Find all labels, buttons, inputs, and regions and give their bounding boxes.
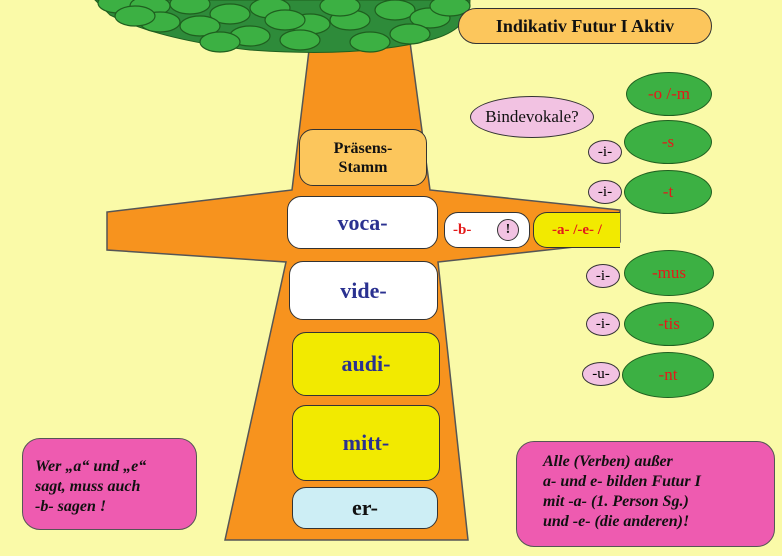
- stem-er-label: er-: [351, 495, 379, 520]
- stem-vide-label: vide-: [340, 277, 387, 303]
- ending-o-m: -o /-m: [626, 72, 712, 116]
- title-text: Indikativ Futur I Aktiv: [495, 15, 675, 36]
- connector-i-1: -i-: [588, 140, 622, 164]
- connector-label: -i-: [595, 267, 611, 284]
- ending-label: -tis: [658, 314, 680, 333]
- ending-mus: -mus: [624, 250, 714, 296]
- stem-mitt: mitt-: [292, 405, 440, 481]
- ending-label: -s: [661, 132, 675, 151]
- stem-audi: audi-: [292, 332, 440, 396]
- note-left-line: sagt, muss auch: [35, 478, 141, 495]
- ending-label: -nt: [658, 365, 678, 384]
- ending-label: -o /-m: [647, 84, 691, 103]
- stem-er: er-: [292, 487, 438, 529]
- stem-header-line-1: Präsens-: [333, 139, 393, 157]
- ending-s: -s: [624, 120, 712, 164]
- tree-foliage: [94, 0, 471, 53]
- stem-voca-label: voca-: [337, 209, 388, 235]
- leaf-blob: [374, 0, 416, 21]
- leaf-blob: [389, 23, 431, 45]
- leaf-blob: [169, 0, 211, 15]
- connector-i-2: -i-: [588, 180, 622, 204]
- connector-label: -i-: [597, 183, 613, 200]
- leaf-blob: [349, 31, 391, 53]
- stem-voca: voca-: [287, 196, 438, 249]
- note-left-line: Wer „a“ und „e“: [35, 458, 147, 475]
- connector-i-3: -i-: [586, 264, 620, 288]
- connector-i-4: -i-: [586, 312, 620, 336]
- bindevokale-bubble: Bindevokale?: [470, 96, 594, 138]
- bindevokale-label: Bindevokale?: [485, 107, 579, 126]
- leaf-blob: [429, 0, 471, 17]
- stem-mitt-label: mitt-: [342, 430, 390, 455]
- note-right-line: a- und e- bilden Futur I: [543, 473, 701, 490]
- ending-nt: -nt: [622, 352, 714, 398]
- note-left-line: -b- sagen !: [35, 498, 107, 515]
- leaf-blob: [114, 5, 156, 27]
- leaf-blob: [179, 15, 221, 37]
- leaf-blob: [319, 0, 361, 17]
- leaf-blob: [199, 31, 241, 53]
- connector-u: -u-: [582, 362, 620, 386]
- ending-label: -t: [662, 182, 674, 201]
- connector-label: -i-: [595, 315, 611, 332]
- note-left: Wer „a“ und „e“ sagt, muss auch -b- sage…: [22, 438, 197, 530]
- stem-vide: vide-: [289, 261, 438, 320]
- warning-icon-label: !: [505, 222, 511, 237]
- note-right-line: Alle (Verben) außer: [543, 453, 673, 470]
- title-box: Indikativ Futur I Aktiv: [458, 8, 712, 44]
- leaf-blob: [279, 29, 321, 51]
- ending-tis: -tis: [624, 302, 714, 346]
- note-right-line: und -e- (die anderen)!: [543, 513, 690, 530]
- ending-label: -mus: [652, 263, 686, 282]
- infix-b-box: -b- !: [444, 212, 530, 248]
- leaf-blob: [209, 3, 251, 25]
- infix-b-label: -b-: [453, 221, 472, 238]
- note-right-line: mit -a- (1. Person Sg.): [543, 493, 689, 510]
- infix-ae-box: -a- /-e- /: [533, 212, 620, 248]
- leaf-blob: [264, 9, 306, 31]
- connector-label: -u-: [592, 365, 610, 382]
- warning-icon: !: [497, 219, 519, 241]
- stem-header-box: Präsens- Stamm: [299, 129, 427, 186]
- note-right: Alle (Verben) außer a- und e- bilden Fut…: [516, 441, 775, 547]
- infix-ae-label: -a- /-e- /: [552, 221, 602, 238]
- connector-label: -i-: [597, 143, 613, 160]
- stem-audi-label: audi-: [341, 351, 391, 376]
- stem-header-line-2: Stamm: [338, 158, 388, 176]
- ending-t: -t: [624, 170, 712, 214]
